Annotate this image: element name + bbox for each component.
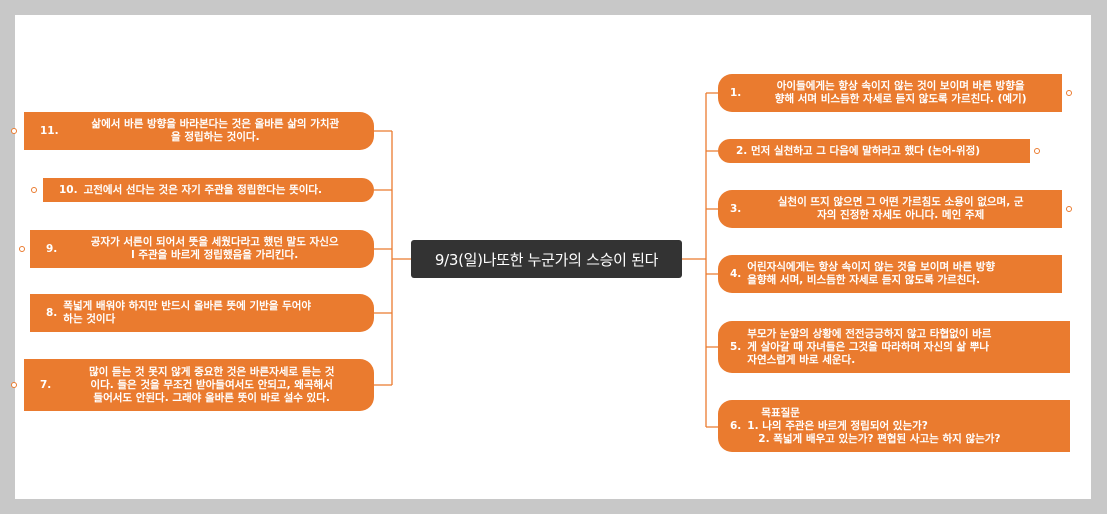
- branch-text-line: 2. 먼저 실천하고 그 다음에 말하라고 했다 (논어-위정): [736, 144, 981, 157]
- branch-node-1[interactable]: 1. 아이들에게는 항상 속이지 않는 것이 보이며 바른 방향을 향해 서며 …: [718, 74, 1062, 112]
- branch-number: 5.: [730, 340, 742, 353]
- branch-number: 7.: [40, 378, 52, 391]
- branch-node-2[interactable]: 2. 먼저 실천하고 그 다음에 말하라고 했다 (논어-위정): [718, 139, 1030, 163]
- branch-text-line: 1. 나의 주관은 바르게 정립되어 있는가?: [747, 419, 928, 432]
- branch-text-line: 어린자식에게는 항상 속이지 않는 것을 보이며 바른 방향: [747, 261, 996, 273]
- collapse-toggle-icon[interactable]: [11, 382, 17, 388]
- branch-text-line: 삶에서 바른 방향을 바라본다는 것은 올바른 삶의 가치관: [91, 118, 340, 130]
- branch-number: 6.: [730, 419, 742, 432]
- branch-number: 4.: [730, 267, 742, 280]
- collapse-toggle-icon[interactable]: [31, 187, 37, 193]
- branch-text-line: 자연스럽게 바로 세운다.: [747, 353, 856, 366]
- branch-text-line: 자의 진정한 자세도 아니다. 메인 주제: [817, 209, 985, 221]
- branch-text-line: 향해 서며 비스듬한 자세로 듣지 않도록 가르친다. (예기): [774, 93, 1027, 105]
- branch-number: 11.: [40, 124, 59, 137]
- branch-number: 9.: [46, 242, 58, 255]
- central-topic[interactable]: 9/3(일)나또한 누군가의 스승이 된다: [411, 240, 682, 278]
- branch-text-line: 많이 듣는 것 못지 않게 중요한 것은 바른자세로 듣는 것: [88, 365, 335, 378]
- branch-text-line: 이다. 들은 것을 무조건 받아들여서도 안되고, 왜곡해서: [90, 378, 333, 391]
- collapse-toggle-icon[interactable]: [1066, 90, 1072, 96]
- branch-text-line: 을 정립하는 것이다.: [171, 131, 260, 143]
- branch-text-line: 하는 것이다: [63, 313, 116, 325]
- branch-number: 10.: [59, 183, 78, 196]
- branch-text-line: 게 살아갈 때 자녀들은 그것을 따라하며 자신의 삶 뿌나: [747, 340, 990, 353]
- branch-node-8[interactable]: 8. 폭넓게 배워야 하지만 반드시 올바른 뜻에 기반을 두어야 하는 것이다: [30, 294, 374, 332]
- collapse-toggle-icon[interactable]: [1066, 206, 1072, 212]
- branch-text-line: 목표질문: [761, 406, 800, 419]
- branch-text-line: 실천이 뜨지 않으면 그 어떤 가르침도 소용이 없으며, 군: [777, 196, 1024, 208]
- branch-node-3[interactable]: 3. 실천이 뜨지 않으면 그 어떤 가르침도 소용이 없으며, 군 자의 진정…: [718, 190, 1062, 228]
- branch-node-11[interactable]: 11. 삶에서 바른 방향을 바라본다는 것은 올바른 삶의 가치관 을 정립하…: [24, 112, 374, 150]
- branch-node-9[interactable]: 9. 공자가 서른이 되어서 뜻을 세웠다라고 했던 말도 자신으 l 주관을 …: [30, 230, 374, 268]
- branch-text-line: l 주관을 바르게 정립했음을 가리킨다.: [131, 249, 299, 261]
- collapse-toggle-icon[interactable]: [19, 246, 25, 252]
- branch-number: 3.: [730, 202, 742, 215]
- branch-number: 8.: [46, 306, 58, 319]
- branch-text-line: 2. 폭넓게 배우고 있는가? 편협된 사고는 하지 않는가?: [747, 432, 1001, 445]
- branch-text-line: 폭넓게 배워야 하지만 반드시 올바른 뜻에 기반을 두어야: [63, 300, 312, 312]
- branch-number: 1.: [730, 86, 742, 99]
- branch-node-5[interactable]: 5. 부모가 눈앞의 상황에 전전긍긍하지 않고 타협없이 바르 게 살아갈 때…: [718, 321, 1070, 373]
- branch-text-line: 고전에서 선다는 것은 자기 주관을 정립한다는 뜻이다.: [83, 183, 323, 196]
- branch-text-line: 부모가 눈앞의 상황에 전전긍긍하지 않고 타협없이 바르: [747, 327, 992, 340]
- branch-text-line: 공자가 서른이 되어서 뜻을 세웠다라고 했던 말도 자신으: [90, 236, 339, 248]
- branch-text-line: 아이들에게는 항상 속이지 않는 것이 보이며 바른 방향을: [776, 80, 1025, 92]
- branch-node-4[interactable]: 4. 어린자식에게는 항상 속이지 않는 것을 보이며 바른 방향 을향해 서며…: [718, 255, 1062, 293]
- branch-node-10[interactable]: 10. 고전에서 선다는 것은 자기 주관을 정립한다는 뜻이다.: [43, 178, 374, 202]
- branch-node-7[interactable]: 7. 많이 듣는 것 못지 않게 중요한 것은 바른자세로 듣는 것 이다. 들…: [24, 359, 374, 411]
- branch-text-line: 들어서도 안된다. 그래야 올바른 뜻이 바로 설수 있다.: [93, 391, 330, 404]
- collapse-toggle-icon[interactable]: [1034, 148, 1040, 154]
- branch-text-line: 을향해 서며, 비스듬한 자세로 듣지 않도록 가르친다.: [747, 274, 981, 286]
- branch-node-6[interactable]: 6. 목표질문 1. 나의 주관은 바르게 정립되어 있는가? 2. 폭넓게 배…: [718, 400, 1070, 452]
- collapse-toggle-icon[interactable]: [11, 128, 17, 134]
